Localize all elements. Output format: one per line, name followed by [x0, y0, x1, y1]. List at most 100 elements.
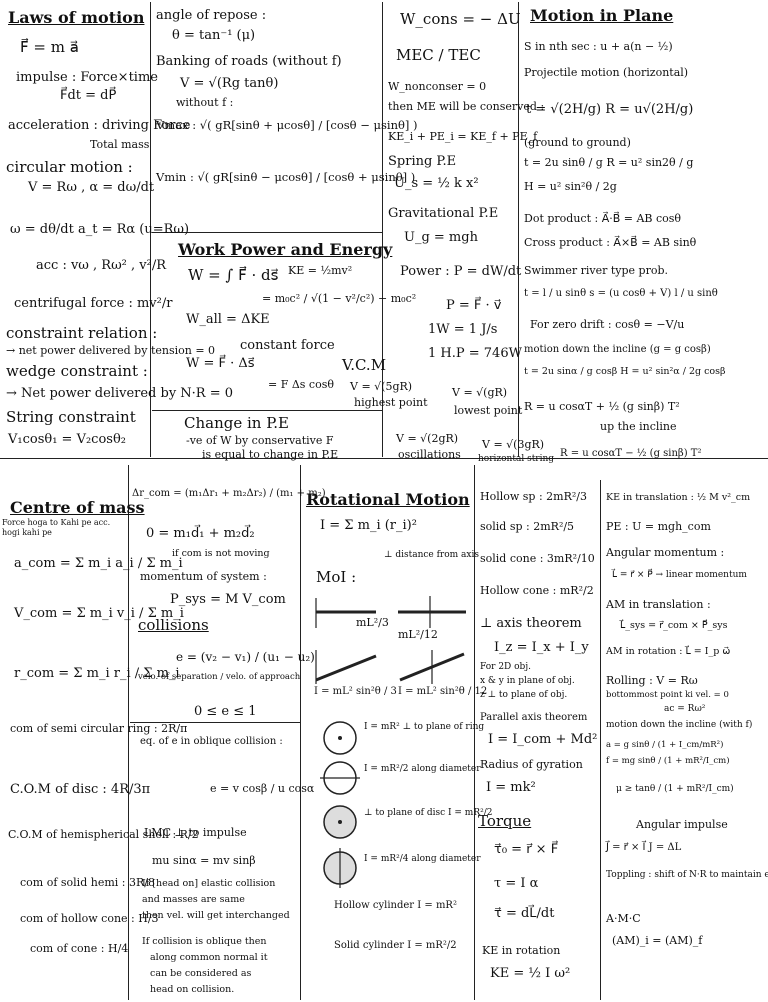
vcm-v2: V = √(2gR): [396, 432, 459, 445]
ke-translation: KE in translation : ½ M v²_cm: [606, 492, 751, 503]
psys-eq: P_sys = M V_com: [170, 592, 286, 607]
vcm-vgr: V = √(gR): [452, 386, 508, 399]
ke-rotation-heading: KE in rotation: [482, 944, 561, 957]
xy-in-plane: x & y in plane of obj.: [480, 676, 575, 686]
headon-1: If [head on] elastic collision: [142, 878, 276, 889]
wedge-constraint: wedge constraint :: [6, 362, 148, 380]
e-range: 0 ≤ e ≤ 1: [194, 704, 257, 719]
divider-col6: [474, 465, 475, 1000]
divider-mid: [0, 458, 768, 459]
angular-impulse: Angular impulse: [636, 818, 728, 831]
com-semicircle: com of semi circular ring : 2R/π: [10, 722, 188, 735]
com-hollow-cone: com of hollow cone : H/3: [20, 912, 159, 925]
oblique-e: e = v cosβ / u cosα: [210, 782, 315, 795]
system-momentum: momentum of system :: [140, 570, 267, 583]
com-solid-hemi: com of solid hemi : 3R/8: [20, 876, 155, 889]
rod-center-diagram: [398, 596, 466, 628]
divider-work: [152, 232, 382, 233]
vmax-eq: Vmax : √( gR[sinθ + μcosθ] / [cosθ − μsi…: [156, 118, 418, 132]
without-friction: without f :: [176, 96, 234, 109]
moi-solid-cone: solid cone : 3mR²/10: [480, 552, 595, 565]
watt-def: 1W = 1 J/s: [428, 322, 498, 337]
divider-change: [152, 410, 382, 411]
acom-eq: a_com = Σ m_i a_i / Σ m_i: [14, 556, 183, 571]
toppling: Toppling : shift of N·R to maintain eq.: [606, 870, 768, 880]
amc: A·M·C: [606, 912, 641, 925]
circular-heading: circular motion :: [6, 158, 133, 176]
ke-relativistic: = m₀c² / √(1 − v²/c²) − m₀c²: [262, 292, 417, 305]
plane-heading: Motion in Plane: [530, 6, 674, 25]
headon-3: then vel. will get interchanged: [142, 910, 290, 921]
divider-col1: [150, 2, 151, 457]
ke-rotation-eq: KE = ½ I ω²: [490, 966, 571, 981]
banking-eq: V = √(Rg tanθ): [180, 76, 279, 91]
divider-col5: [300, 465, 301, 1000]
torque-heading: Torque: [478, 812, 532, 830]
moi-heading: MoI :: [316, 568, 357, 586]
angular-momentum-eq: L⃗ = r⃗ × P⃗ → linear momentum: [612, 570, 747, 580]
impulse-def: impulse : Force×time: [16, 70, 158, 85]
circular-v: V = Rω , α = dω/dt: [28, 180, 155, 195]
spring-pe: Spring P.E: [388, 154, 457, 169]
oblique-1: If collision is oblique then: [142, 936, 267, 947]
pe-com: PE : U = mgh_com: [606, 520, 711, 533]
vcm-highest: highest point: [354, 396, 428, 409]
angular-momentum-heading: Angular momentum :: [606, 546, 725, 559]
torque-dl: τ⃗ = dL⃗/dt: [494, 906, 555, 921]
newton-law: F⃗ = m a⃗: [20, 38, 79, 56]
dr-com: Δr_com = (m₁Δr₁ + m₂Δr₂) / (m₁ + m₂): [132, 488, 326, 499]
displacement-eq: 0 = m₁d⃗₁ + m₂d⃗₂: [146, 526, 255, 541]
com-not-moving: if com is not moving: [172, 548, 270, 559]
normal-power: → Net power delivered by N·R = 0: [6, 386, 234, 401]
grav-eq: U_g = mgh: [404, 230, 478, 245]
z-perp: z ⊥ to plane of obj.: [480, 690, 568, 700]
hp-def: 1 H.P = 746W: [428, 346, 522, 361]
projectile-time: t = √(2H/g) R = u√(2H/g): [526, 102, 694, 117]
circular-omega: ω = dθ/dt a_t = Rα (u=Rω): [10, 222, 190, 237]
ring-diagram: [323, 721, 357, 755]
incline-heading: motion down the incline (g = g cosβ): [524, 344, 711, 355]
range-down: R = u cosαT + ½ (g sinβ) T²: [524, 400, 680, 413]
solid-cylinder: Solid cylinder I = mR²/2: [334, 940, 457, 951]
energy-balance: KE_i + PE_i = KE_f + PE_f: [388, 130, 538, 143]
string-constraint: String constraint: [6, 408, 136, 426]
work-const-eq: W = F⃗ · Δs⃗: [186, 356, 255, 371]
angular-impulse-eq: J⃗ = r⃗ × I⃗ J = ΔL: [606, 842, 682, 853]
projectile-heading: Projectile motion (horizontal): [524, 66, 689, 79]
oblique-4: head on collision.: [150, 984, 235, 995]
circular-acc: acc : vω , Rω² , v²/R: [36, 258, 167, 273]
com-heading: Centre of mass: [10, 498, 145, 517]
vcm-heading: V.C.M: [342, 356, 387, 374]
rolling: Rolling : V = Rω: [606, 674, 698, 687]
centrifugal-force: centrifugal force : mv²/r: [14, 296, 173, 311]
impulse-eq: F⃗dt = dP⃗: [60, 88, 117, 103]
for-2d: For 2D obj.: [480, 662, 531, 672]
ring-perp: I = mR² ⊥ to plane of ring: [364, 722, 485, 732]
rot-heading: Rotational Motion: [306, 490, 470, 509]
divider-col7: [600, 480, 601, 1000]
dot-product: Dot product : A⃗·B⃗ = AB cosθ: [524, 212, 682, 225]
inertia-eq: I = Σ m_i (r_i)²: [320, 518, 417, 533]
oblique-3: can be considered as: [150, 968, 252, 979]
work-integral: W = ∫ F⃗ · ds⃗: [188, 266, 279, 284]
incline-mu: μ ≥ tanθ / (1 + mR²/I_cm): [616, 784, 734, 794]
rod-center-moi: mL²/12: [398, 628, 438, 641]
me-conserved: then ME will be conserved :: [388, 100, 545, 113]
perp-distance: ⊥ distance from axis: [384, 550, 479, 560]
range-up: R = u cosαT − ½ (g sinβ) T²: [560, 448, 702, 459]
com-note: Force hoga to Kahi pe acc. hogi kahi pe: [2, 518, 111, 537]
incline-f: f = mg sinθ / (1 + mR²/I_cm): [606, 756, 730, 766]
com-hemi-shell: C.O.M of hemispherical shell : R/2: [8, 828, 199, 841]
restitution-eq: e = (v₂ − v₁) / (u₁ − u₂): [176, 650, 315, 664]
work-heading: Work Power and Energy: [178, 240, 393, 259]
collisions-heading: collisions: [138, 616, 209, 634]
inclined-rod-end-moi: I = mL² sin²θ / 3: [314, 686, 397, 697]
grav-pe: Gravitational P.E: [388, 206, 499, 221]
incline-a: a = g sinθ / (1 + I_cm/mR²): [606, 740, 724, 750]
vcm-lowest: lowest point: [454, 404, 523, 417]
work-energy-theorem: W_all = ΔKE: [186, 312, 270, 327]
repose-eq: θ = tan⁻¹ (μ): [172, 28, 256, 43]
mec-tec: MEC / TEC: [396, 46, 481, 64]
restitution-def: velo. of separation / velo. of approach: [138, 672, 301, 682]
banking-heading: Banking of roads (without f): [156, 54, 342, 69]
